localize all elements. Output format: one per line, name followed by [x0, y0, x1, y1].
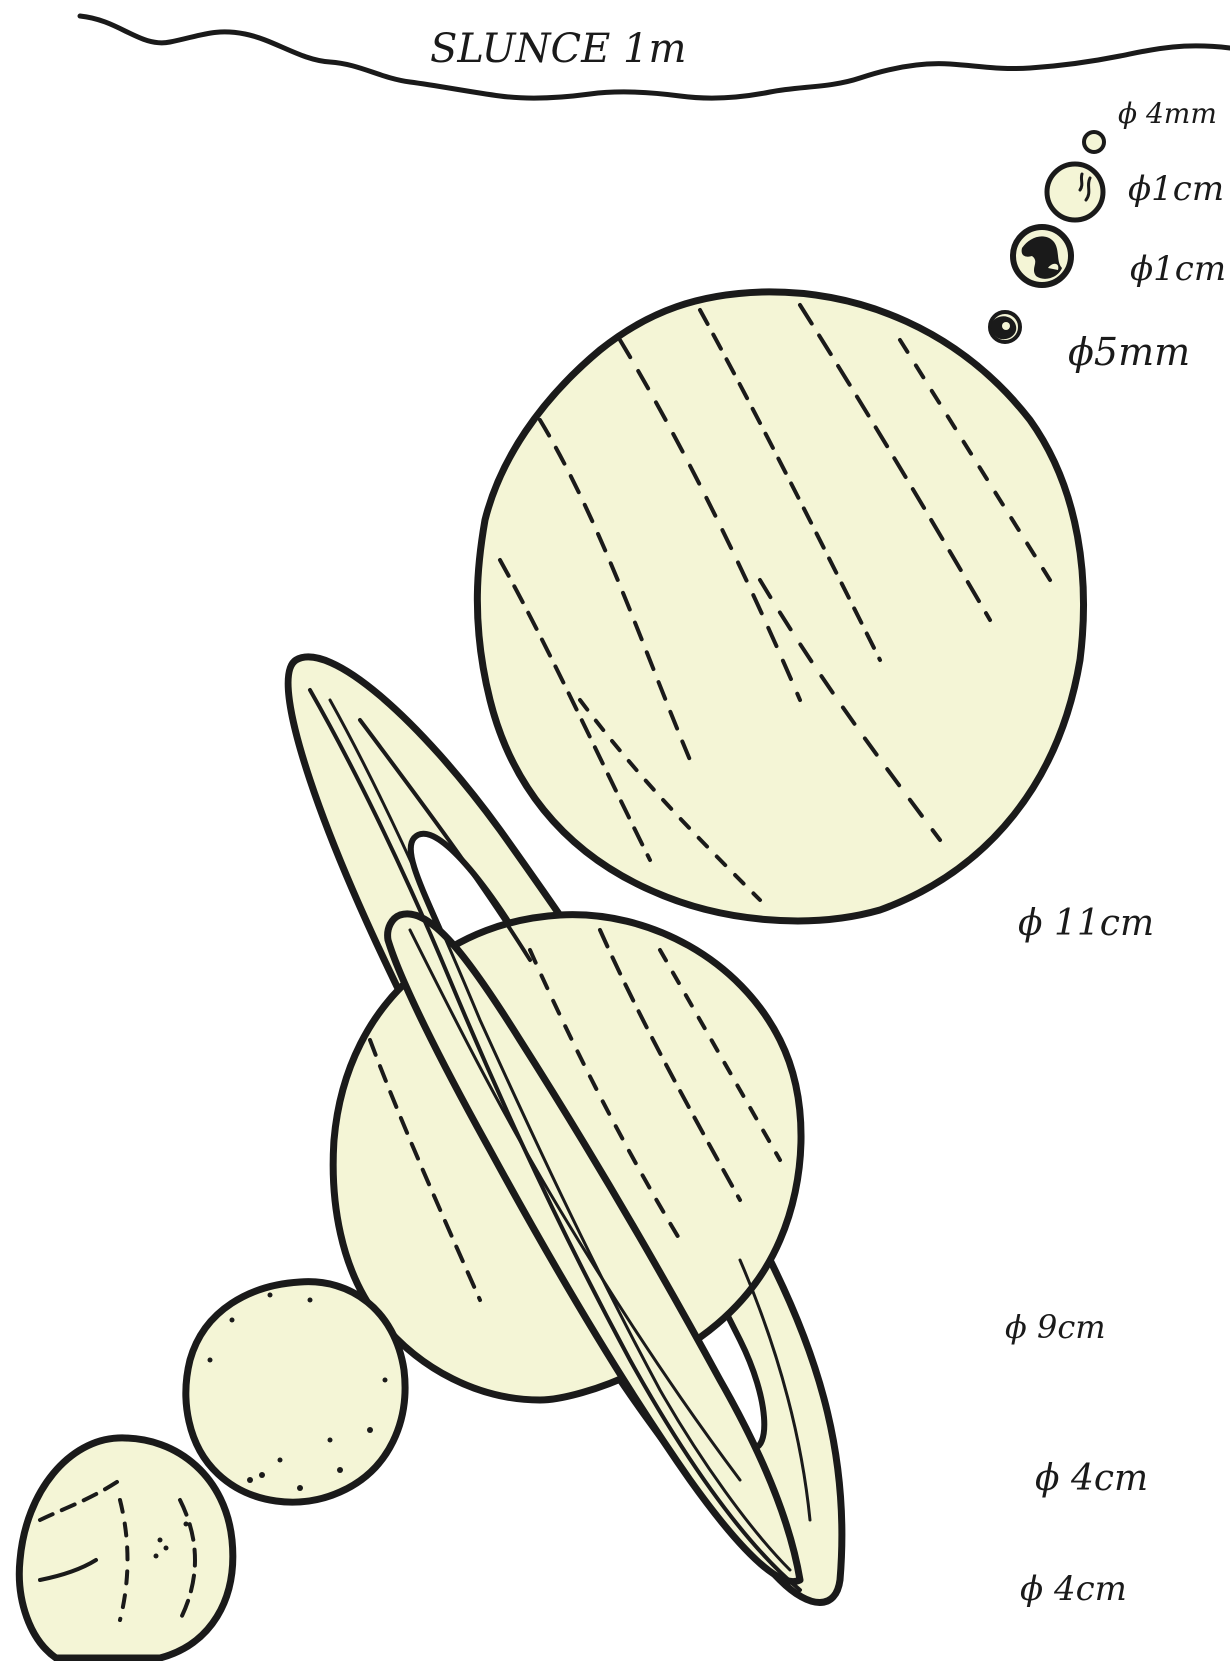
earth-diameter-label: ϕ1cm: [1130, 249, 1226, 289]
venus-icon: [1047, 164, 1103, 220]
neptune-diameter-label: ϕ 4cm: [1020, 1569, 1127, 1609]
mars-diameter-label: ϕ5mm: [1068, 330, 1190, 374]
saturn-diameter-label: ϕ 9cm: [1005, 1308, 1106, 1346]
jupiter-icon: [477, 292, 1083, 921]
neptune-icon: [19, 1438, 232, 1658]
uranus-diameter-label: ϕ 4cm: [1035, 1458, 1148, 1499]
jupiter-diameter-label: ϕ 11cm: [1018, 903, 1154, 944]
sun-label: SLUNCE 1m: [430, 26, 686, 72]
venus-diameter-label: ϕ1cm: [1128, 169, 1224, 209]
mercury-icon: [1084, 132, 1104, 152]
mercury-diameter-label: ϕ 4mm: [1118, 97, 1217, 130]
uranus-icon: [186, 1282, 405, 1502]
